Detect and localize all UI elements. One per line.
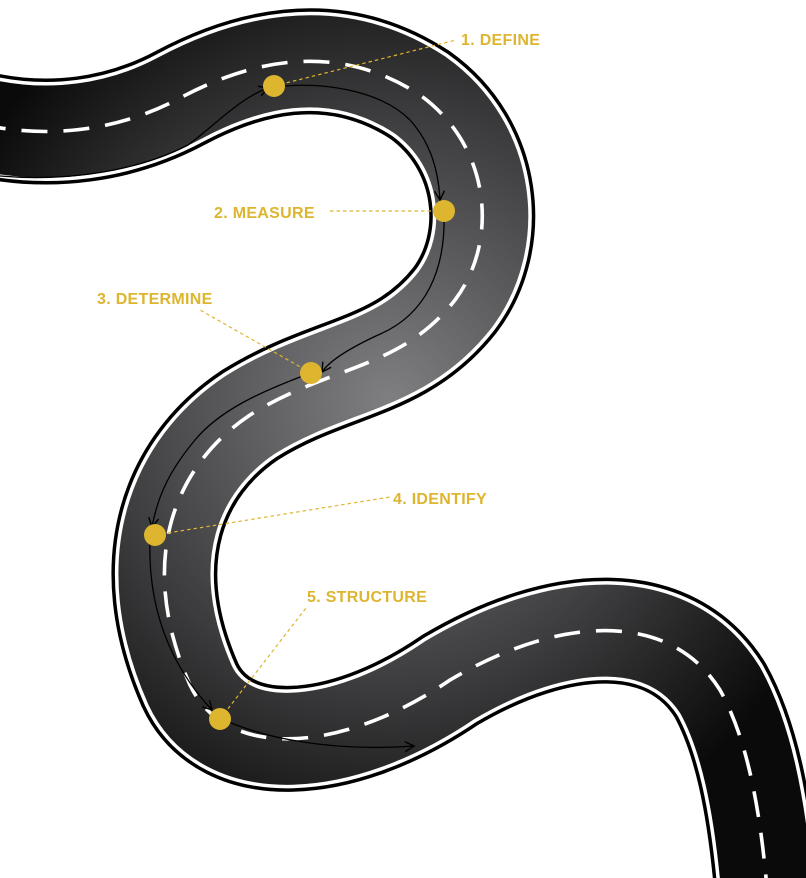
road-asphalt (0, 61, 768, 878)
direction-arrow-2 (267, 84, 446, 202)
direction-arrow-3 (321, 211, 445, 374)
step-3-yellow-dot-icon (300, 362, 322, 384)
leader-line-3 (199, 309, 312, 374)
step-3-label: 3. DETERMINE (97, 291, 213, 308)
step-2-label: 2. MEASURE (214, 205, 315, 222)
direction-arrow-1 (0, 85, 270, 179)
step-5-label: 5. STRUCTURE (307, 589, 427, 606)
direction-arrow-6 (223, 719, 416, 753)
step-5-yellow-dot-icon (209, 708, 231, 730)
leader-line-4 (154, 496, 391, 536)
direction-arrows (0, 84, 446, 753)
step-4-label: 4. IDENTIFY (393, 491, 487, 508)
leader-lines (154, 39, 457, 720)
direction-arrow-4 (148, 373, 309, 529)
step-1-label: 1. DEFINE (461, 32, 540, 49)
step-2-yellow-dot-icon (433, 200, 455, 222)
leader-line-1 (273, 39, 457, 87)
step-markers (144, 75, 455, 730)
leader-line-5 (219, 607, 307, 720)
road (0, 61, 768, 878)
step-labels: 1. DEFINE 2. MEASURE 3. DETERMINE 4. IDE… (97, 32, 540, 606)
direction-arrow-5 (149, 539, 213, 712)
step-4-yellow-dot-icon (144, 524, 166, 546)
step-1-yellow-dot-icon (263, 75, 285, 97)
